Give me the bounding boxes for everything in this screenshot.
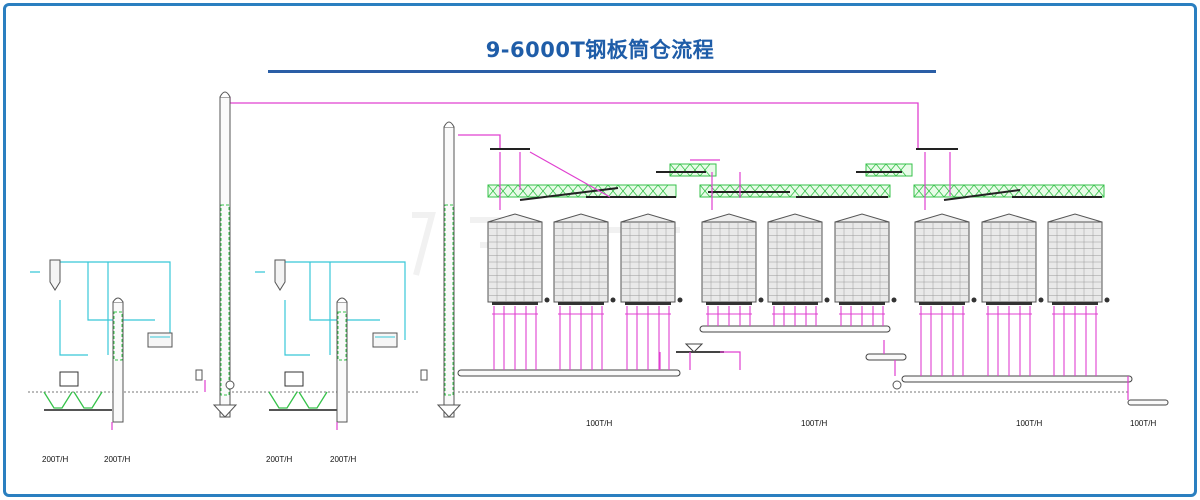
tall-elevators [212,91,462,418]
top-belts [490,148,1102,201]
lower-conveyors [457,325,1169,406]
distribution-pipes [499,151,951,210]
capacity-label-conveyor-3: 100T/H [1016,419,1042,428]
silo-3 [620,213,683,305]
short-elevators [112,297,348,423]
capacity-label-conveyor-1: 100T/H [586,419,612,428]
capacity-label-intake-left-2: 200T/H [104,455,130,464]
silo-9 [1047,213,1110,305]
silo-2 [553,213,616,305]
intake-pits [43,371,337,411]
silo-6 [834,213,897,305]
air-lines-left [30,261,406,356]
capacity-label-intake-mid-2: 200T/H [330,455,356,464]
silo-1 [487,213,550,305]
title-underline [268,70,936,73]
capacity-label-intake-left-1: 200T/H [42,455,68,464]
page-title: 9-6000T钢板筒仓流程 [485,38,715,62]
ground-lines [28,391,1130,422]
top-feed-pipe [229,97,919,148]
lower-magenta [111,340,1129,430]
silo-7 [914,213,977,305]
capacity-label-conveyor-2: 100T/H [801,419,827,428]
silo-4 [701,213,764,305]
scales [195,369,902,390]
cyclones [49,259,286,291]
silo-8 [981,213,1044,305]
capacity-label-conveyor-4: 100T/H [1130,419,1156,428]
capacity-label-intake-mid-1: 200T/H [266,455,292,464]
cleaners [147,332,398,348]
silo-5 [767,213,830,305]
